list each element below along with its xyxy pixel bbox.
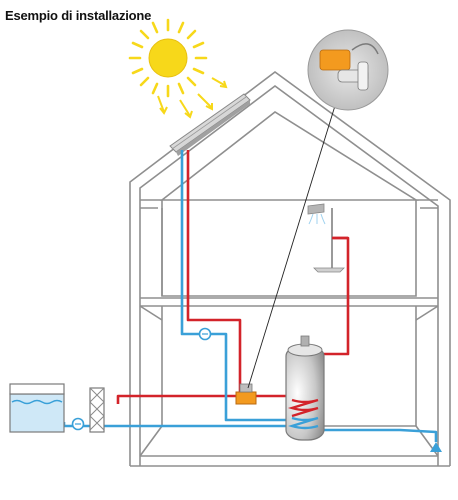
valve-detail-inset xyxy=(307,29,389,111)
sun-icon xyxy=(128,18,208,98)
pump-icon xyxy=(198,327,212,341)
filter-icon xyxy=(89,387,105,433)
valve-icon xyxy=(235,383,257,405)
shower-icon xyxy=(307,203,345,273)
inlet-pump-icon xyxy=(71,417,85,431)
callout-line xyxy=(247,95,339,389)
tap-icon xyxy=(430,442,442,452)
water-heater-tank-icon xyxy=(285,335,325,441)
sun-rays xyxy=(157,77,228,119)
page-title: Esempio di installazione xyxy=(5,8,152,23)
water-reservoir-icon xyxy=(9,383,65,433)
solar-collector-icon xyxy=(169,93,251,156)
